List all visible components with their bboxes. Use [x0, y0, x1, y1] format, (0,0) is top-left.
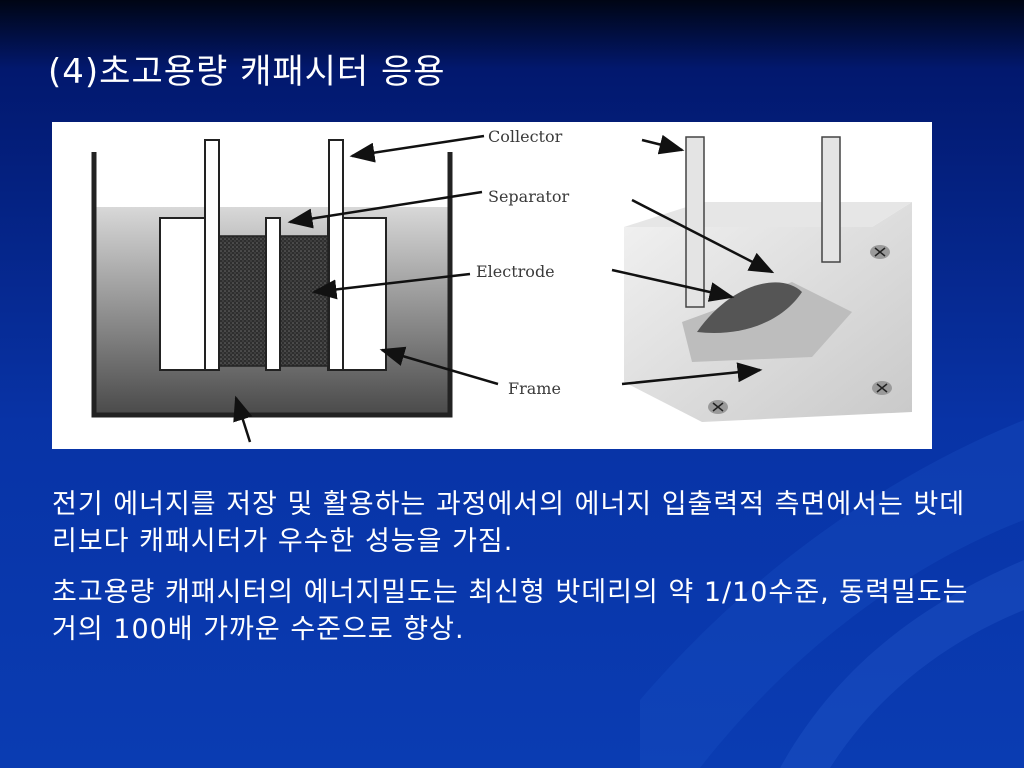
cell-3d-schematic	[624, 136, 912, 422]
arrow-collector-left	[349, 134, 485, 163]
cell-cutaway	[682, 282, 852, 362]
beaker-schematic	[91, 139, 453, 418]
cell-frame-top	[624, 202, 912, 227]
separator-plate	[265, 217, 281, 371]
beaker-wall	[91, 152, 453, 418]
body-text: 전기 에너지를 저장 및 활용하는 과정에서의 에너지 입출력적 측면에서는 밧…	[52, 486, 972, 662]
screw-icon	[708, 400, 728, 414]
arrow-frame-right	[621, 362, 763, 386]
arrow-bottom	[233, 395, 253, 443]
cell-electrode	[697, 282, 802, 333]
label-electrode: Electrode	[476, 262, 555, 281]
screw-icon	[870, 245, 890, 259]
arrow-separator-right	[631, 198, 775, 274]
capacitor-diagram: Collector Separator Electrode Frame	[52, 122, 932, 449]
label-collector: Collector	[488, 127, 563, 146]
cell-collector-right	[821, 136, 841, 263]
arrow-electrode-left	[311, 272, 471, 300]
arrow-separator-left	[287, 190, 483, 229]
slide-title: (4)초고용량 캐패시터 응용	[48, 52, 446, 92]
paragraph-2: 초고용량 캐패시터의 에너지밀도는 최신형 밧데리의 약 1/10수준, 동력밀…	[52, 577, 969, 645]
cell-collector-left	[685, 136, 705, 308]
right-collector-plate	[328, 139, 344, 371]
label-frame: Frame	[508, 379, 561, 398]
arrow-collector-right	[641, 134, 685, 155]
capacitor-diagram-svg: Collector Separator Electrode Frame	[91, 127, 912, 443]
arrow-electrode-right	[611, 268, 735, 302]
arrow-frame-left	[379, 346, 499, 386]
paragraph-1: 전기 에너지를 저장 및 활용하는 과정에서의 에너지 입출력적 측면에서는 밧…	[52, 489, 966, 557]
label-separator: Separator	[488, 187, 569, 206]
left-collector-plate	[204, 139, 220, 371]
leader-arrows	[233, 134, 775, 443]
screw-icon	[872, 381, 892, 395]
